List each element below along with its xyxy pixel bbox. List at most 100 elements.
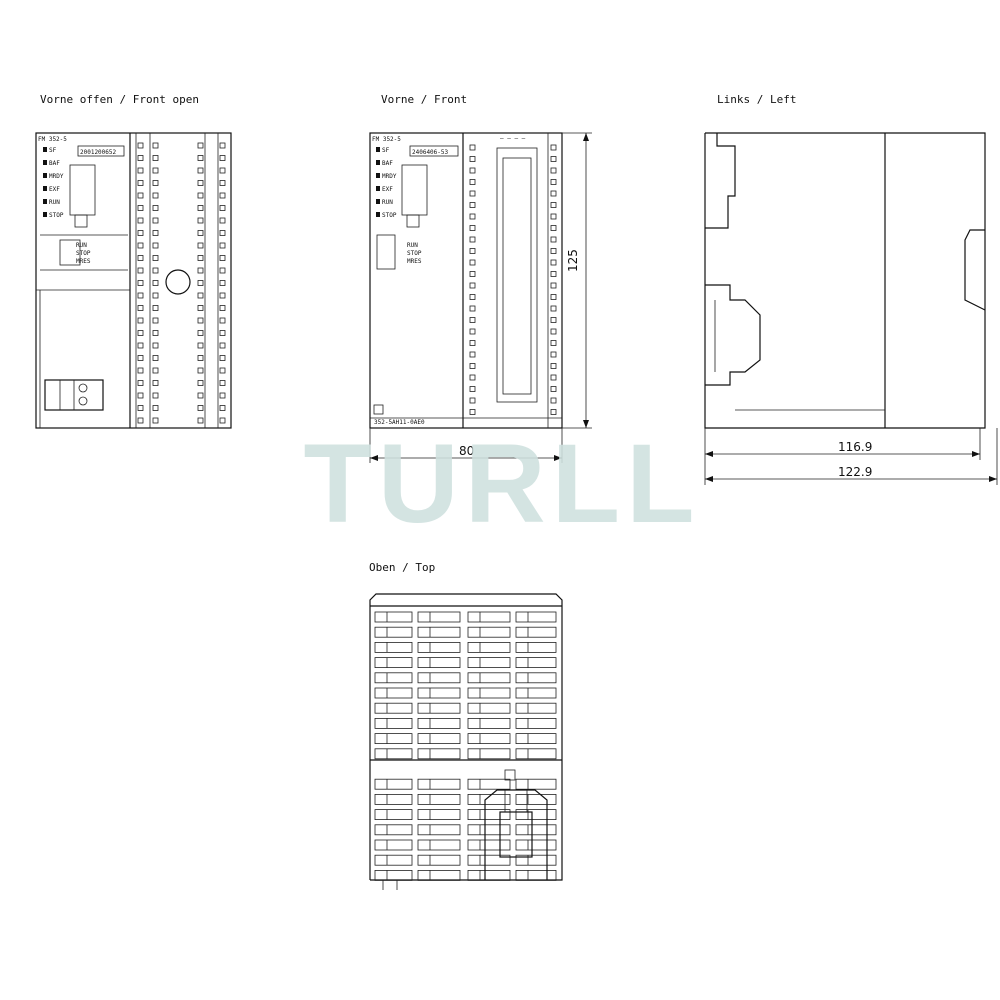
- terminal-screw: [152, 255, 159, 261]
- terminal-screw: [197, 392, 204, 399]
- terminal-screw: [197, 217, 204, 224]
- terminal-screw: [469, 167, 476, 174]
- status-led: [376, 199, 380, 204]
- vent-slot: [417, 626, 461, 638]
- terminal-screw: [469, 340, 476, 346]
- terminal-screw: [137, 217, 144, 224]
- terminal-screw: [550, 282, 557, 289]
- vent-slot: [515, 824, 557, 836]
- vent-slot: [374, 854, 413, 866]
- vent-slot: [374, 642, 413, 653]
- vent-slot: [417, 702, 461, 714]
- terminal-screw: [152, 317, 159, 324]
- vent-slot: [515, 687, 557, 699]
- vent-slot: [467, 611, 511, 623]
- terminal-screw: [219, 192, 226, 199]
- terminal-screw: [197, 355, 204, 361]
- terminal-screw: [152, 380, 159, 386]
- terminal-screw: [152, 305, 159, 311]
- terminal-screw: [137, 230, 144, 236]
- terminal-screw: [469, 282, 476, 289]
- terminal-screw: [469, 409, 476, 415]
- terminal-screw: [152, 167, 159, 174]
- vent-slot: [417, 824, 461, 836]
- view-title-left: Links / Left: [717, 93, 797, 106]
- terminal-screw: [197, 230, 204, 236]
- vent-slot: [467, 870, 511, 881]
- vent-slot: [374, 824, 413, 836]
- vent-slot: [515, 672, 557, 684]
- svg-text:— — — —: — — — —: [500, 135, 526, 142]
- terminal-screw: [137, 330, 144, 336]
- vent-slot: [374, 626, 413, 638]
- terminal-screw: [469, 190, 476, 197]
- terminal-screw: [197, 192, 204, 199]
- vent-slot: [374, 839, 413, 851]
- terminal-screw: [550, 156, 557, 162]
- dimension-depth-inner: 116.9: [838, 440, 873, 454]
- terminal-screw: [469, 213, 476, 220]
- vent-slot: [374, 870, 413, 881]
- front-terminal-block: [469, 144, 557, 415]
- terminal-screw: [137, 292, 144, 299]
- terminal-screw: [550, 167, 557, 174]
- terminal-screw: [137, 192, 144, 199]
- terminal-screw: [219, 242, 226, 249]
- vent-slot: [467, 794, 511, 805]
- terminal-screw: [219, 317, 226, 324]
- terminal-screw: [550, 328, 557, 335]
- terminal-screw: [197, 417, 204, 424]
- vent-slot: [374, 794, 413, 805]
- terminal-screw: [219, 355, 226, 361]
- dimension-height: 125: [566, 249, 580, 272]
- vent-slot: [515, 733, 557, 744]
- terminal-screw: [152, 292, 159, 299]
- vent-slot: [374, 702, 413, 714]
- vent-slot: [417, 672, 461, 684]
- terminal-screw: [197, 242, 204, 249]
- terminal-screw: [550, 317, 557, 323]
- vent-slot: [515, 870, 557, 881]
- mode-switch-label: STOP: [76, 250, 91, 257]
- terminal-screw: [219, 292, 226, 299]
- vent-slot: [374, 687, 413, 699]
- front-open-terminal-block: [137, 142, 226, 424]
- terminal-screw: [197, 305, 204, 311]
- vent-slot: [417, 870, 461, 881]
- terminal-screw: [197, 255, 204, 261]
- vent-slot: [467, 778, 511, 790]
- vent-slot: [467, 626, 511, 638]
- front-model: FM 352-5: [372, 136, 401, 143]
- terminal-screw: [197, 205, 204, 211]
- terminal-screw: [550, 213, 557, 220]
- terminal-screw: [219, 180, 226, 186]
- terminal-screw: [197, 342, 204, 349]
- vent-slot: [374, 718, 413, 729]
- status-led: [43, 212, 47, 217]
- top-view: [369, 593, 563, 890]
- front-part-number: 352-5AH11-0AE0: [374, 419, 425, 426]
- terminal-screw: [197, 330, 204, 336]
- terminal-screw: [152, 330, 159, 336]
- vent-slot: [515, 854, 557, 866]
- status-led: [376, 212, 380, 217]
- terminal-screw: [197, 317, 204, 324]
- svg-text:2406406-53: 2406406-53: [412, 149, 449, 156]
- terminal-screw: [550, 259, 557, 266]
- terminal-screw: [137, 317, 144, 324]
- terminal-screw: [469, 317, 476, 323]
- terminal-screw: [550, 179, 557, 185]
- terminal-screw: [219, 305, 226, 311]
- terminal-screw: [219, 267, 226, 274]
- terminal-screw: [550, 363, 557, 369]
- terminal-screw: [550, 397, 557, 404]
- terminal-screw: [469, 156, 476, 162]
- terminal-screw: [197, 367, 204, 374]
- dimension-front-width: 80: [459, 444, 475, 458]
- terminal-screw: [152, 392, 159, 399]
- terminal-screw: [197, 292, 204, 299]
- mode-switch-label: MRES: [76, 258, 91, 265]
- status-led-label: MRDY: [382, 173, 397, 180]
- terminal-screw: [550, 202, 557, 208]
